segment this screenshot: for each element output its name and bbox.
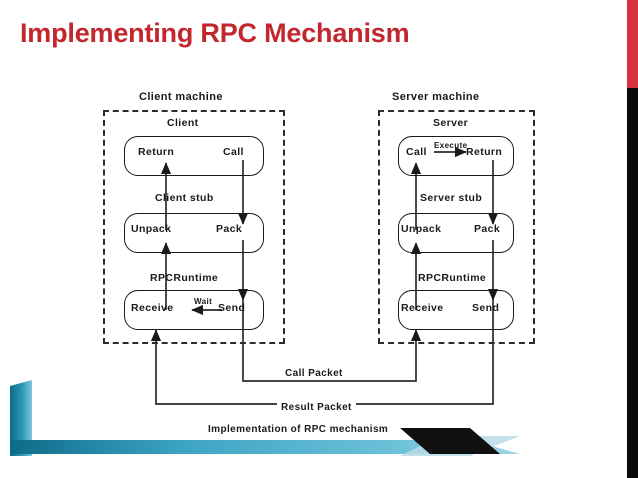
server-stub-box xyxy=(398,213,514,253)
client-machine-title: Client machine xyxy=(139,91,223,103)
server-call-label: Call xyxy=(406,146,427,158)
server-pack-label: Pack xyxy=(474,223,501,235)
client-pack-label: Pack xyxy=(216,223,243,235)
banner-black-wedge xyxy=(400,428,500,454)
server-layer-title-0: Server xyxy=(433,117,469,129)
server-send-label: Send xyxy=(472,302,500,314)
server-receive-label: Receive xyxy=(401,302,444,314)
banner-vertical-bar xyxy=(10,380,32,456)
banner-horizontal-bar xyxy=(10,440,520,454)
call-packet-path xyxy=(242,300,422,382)
server-rpcruntime-box xyxy=(398,290,514,330)
server-application-box xyxy=(398,136,514,176)
client-wait-edge-label: Wait xyxy=(194,297,213,306)
server-machine-box xyxy=(378,110,535,344)
server-unpack-label: Unpack xyxy=(401,223,442,235)
page-title: Implementing RPC Mechanism xyxy=(20,18,410,48)
accent-bar-black xyxy=(627,88,638,478)
client-layer-title-2: RPCRuntime xyxy=(150,272,219,284)
call-packet-label: Call Packet xyxy=(281,368,347,379)
result-packet-label: Result Packet xyxy=(277,402,356,413)
client-send-label: Send xyxy=(218,302,246,314)
client-application-box xyxy=(124,136,264,176)
server-layer-title-2: RPCRuntime xyxy=(418,272,487,284)
server-machine-title: Server machine xyxy=(392,91,480,103)
client-call-label: Call xyxy=(223,146,244,158)
client-receive-label: Receive xyxy=(131,302,174,314)
server-return-label: Return xyxy=(466,146,503,158)
bottom-banner-decoration xyxy=(10,380,520,456)
accent-bar-red xyxy=(627,0,638,88)
server-execute-edge-label: Execute xyxy=(434,141,468,150)
client-layer-title-1: Client stub xyxy=(155,192,214,204)
client-return-label: Return xyxy=(138,146,175,158)
client-rpcruntime-box xyxy=(124,290,264,330)
client-stub-box xyxy=(124,213,264,253)
client-unpack-label: Unpack xyxy=(131,223,172,235)
server-layer-title-1: Server stub xyxy=(420,192,483,204)
client-layer-title-0: Client xyxy=(167,117,199,129)
client-machine-box xyxy=(103,110,285,344)
diagram-caption: Implementation of RPC mechanism xyxy=(208,424,389,435)
